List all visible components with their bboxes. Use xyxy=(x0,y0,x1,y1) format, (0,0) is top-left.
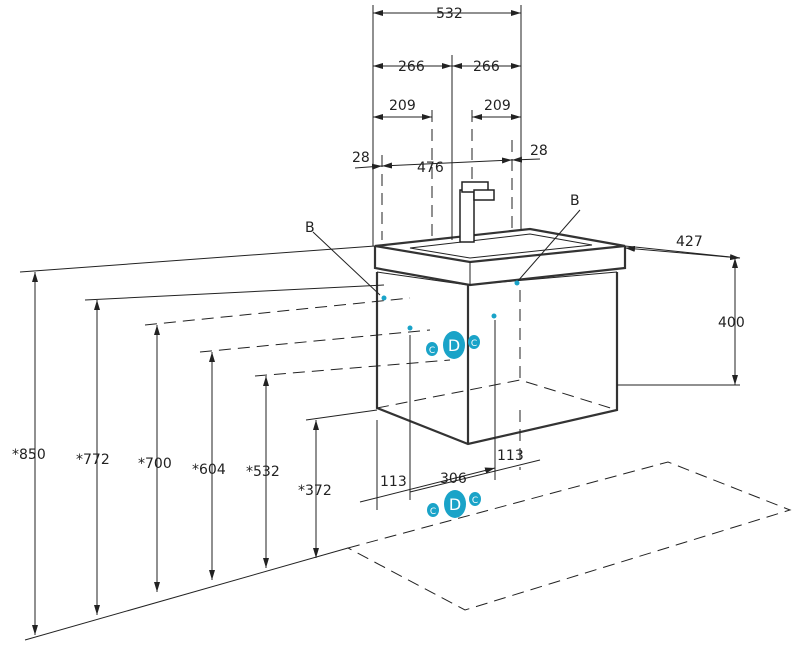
connection-dot xyxy=(491,313,497,319)
offset-right: 209 xyxy=(484,98,511,114)
bottom-right-offset: 113 xyxy=(497,448,524,464)
margin-right: 28 xyxy=(530,143,548,159)
wall-connection-markers: C D C xyxy=(426,331,480,359)
cabinet xyxy=(375,271,619,446)
bottom-left-offset: 113 xyxy=(380,474,407,490)
dimension-lines xyxy=(32,9,741,635)
drain-marker-label: D xyxy=(449,495,461,514)
cabinet-height-label: 400 xyxy=(718,315,745,331)
faucet xyxy=(459,181,495,243)
floor-connection-markers: C D C xyxy=(427,490,481,518)
height-372: *372 xyxy=(298,483,332,499)
width-inner: 476 xyxy=(417,160,444,176)
height-604: *604 xyxy=(192,462,226,478)
width-half-left: 266 xyxy=(398,59,425,75)
offset-left: 209 xyxy=(389,98,416,114)
label-b-right: B xyxy=(570,193,580,209)
extension-lines xyxy=(19,5,741,641)
floor-footprint xyxy=(346,461,792,611)
width-half-right: 266 xyxy=(473,59,500,75)
drain-marker-label: D xyxy=(448,336,460,355)
dimension-labels: 532 266 266 209 209 476 28 28 427 400 *8… xyxy=(12,6,745,499)
supply-marker-label: C xyxy=(429,346,435,356)
supply-marker-label: C xyxy=(471,339,477,349)
height-532: *532 xyxy=(246,464,280,480)
supply-marker-label: C xyxy=(430,507,436,517)
connection-dot xyxy=(407,325,413,331)
height-772: *772 xyxy=(76,452,110,468)
height-700: *700 xyxy=(138,456,172,472)
width-total: 532 xyxy=(436,6,463,22)
height-850: *850 xyxy=(12,447,46,463)
supply-marker-label: C xyxy=(472,496,478,506)
label-b-left: B xyxy=(305,220,315,236)
bottom-center: 306 xyxy=(440,471,467,487)
margin-left: 28 xyxy=(352,150,370,166)
connection-dot xyxy=(514,280,520,286)
connection-dot xyxy=(381,295,387,301)
depth-label: 427 xyxy=(676,234,703,250)
